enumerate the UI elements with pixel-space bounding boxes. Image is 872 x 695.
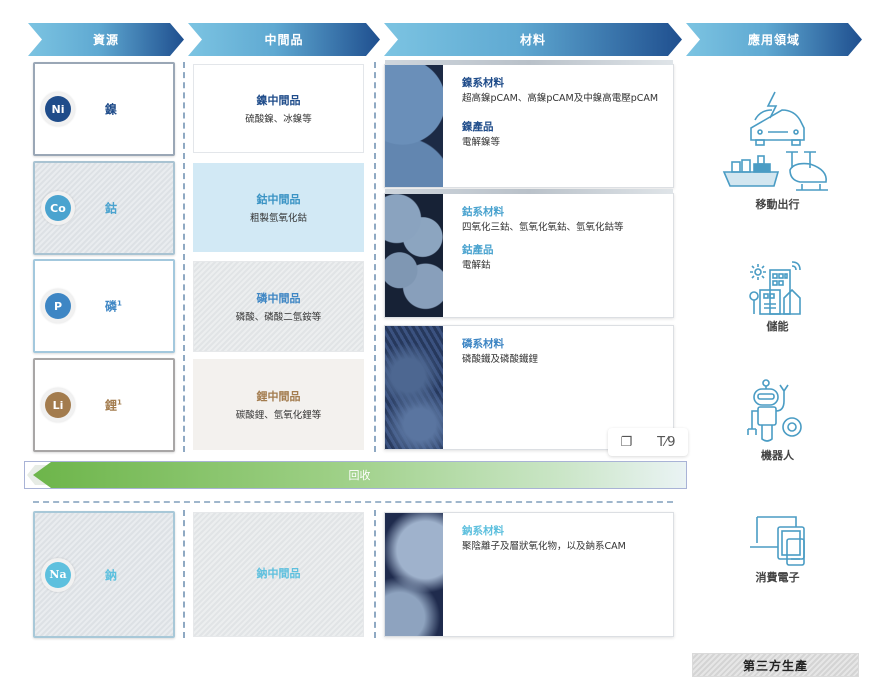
intermediate-desc: 磷酸、磷酸二氫銨等 — [235, 312, 322, 323]
resource-name: 鈉 — [105, 566, 117, 583]
application-robot: 機器人 — [720, 377, 835, 463]
resource-name-text: 鈷 — [105, 201, 118, 216]
element-symbol: Li — [45, 392, 71, 418]
sodium-micrograph-image — [385, 513, 443, 636]
element-badge-na: Na — [41, 557, 75, 592]
material-desc: 四氧化三鈷、氫氧化氧鈷、氫氧化鈷等 — [462, 222, 624, 233]
element-symbol: Na — [45, 561, 71, 588]
intermediate-desc: 硫酸鎳、冰鎳等 — [245, 114, 312, 125]
nickel-micrograph-image — [385, 65, 443, 187]
copy-icon[interactable]: ❐ — [620, 434, 633, 450]
product-desc: 電解鈷 — [462, 259, 491, 271]
application-label: 消費電子 — [755, 571, 800, 584]
column-divider — [374, 62, 376, 452]
phosphorus-micrograph-image — [385, 326, 443, 449]
intermediate-title: 磷中間品 — [256, 292, 301, 305]
resource-name: 鎳 — [105, 101, 117, 118]
footnote-marker: 1 — [117, 398, 122, 407]
intermediate-card-na[interactable]: 鈉中間品 — [193, 512, 364, 637]
product-desc: 電解鎳等 — [462, 136, 501, 148]
recycle-arrow: 回收 — [33, 462, 686, 488]
resource-name: 磷1 — [105, 298, 122, 315]
material-card-p[interactable]: 磷系材料 磷酸鐵及磷酸鐵鋰 — [384, 325, 674, 450]
intermediate-title: 鈉中間品 — [256, 567, 301, 580]
element-badge-ni: Ni — [41, 92, 75, 126]
intermediate-title: 鋰中間品 — [256, 390, 301, 403]
header-label: 資源 — [92, 33, 119, 47]
section-divider — [33, 501, 673, 503]
card-top-bar — [385, 60, 673, 65]
resource-card-li[interactable]: Li 鋰1 — [33, 358, 175, 452]
card-top-bar — [385, 189, 673, 194]
material-desc: 聚陰離子及層狀氧化物，以及鈉系CAM — [462, 541, 626, 552]
intermediate-desc: 粗製氫氧化鈷 — [249, 213, 307, 224]
application-label: 機器人 — [761, 449, 794, 462]
resource-name: 鋰1 — [105, 397, 122, 414]
intermediate-card-co[interactable]: 鈷中間品 粗製氫氧化鈷 — [193, 163, 364, 252]
resource-name-text: 鈉 — [105, 568, 118, 582]
header-intermediates: 中間品 — [188, 23, 380, 56]
material-card-na[interactable]: 鈉系材料 聚陰離子及層狀氧化物，以及鈉系CAM — [384, 512, 674, 637]
product-title: 鎳產品 — [462, 120, 494, 133]
column-divider — [374, 510, 376, 638]
element-badge-p: P — [41, 289, 75, 323]
header-resources: 資源 — [28, 23, 184, 56]
legend-label: 第三方生產 — [742, 658, 808, 673]
resource-name-text: 鎳 — [105, 102, 118, 117]
material-card-co[interactable]: 鈷系材料 四氧化三鈷、氫氧化氧鈷、氫氧化鈷等 鈷產品 電解鈷 — [384, 189, 674, 318]
intermediate-card-li[interactable]: 鋰中間品 碳酸鋰、氫氧化鋰等 — [193, 359, 364, 450]
header-materials: 材料 — [384, 23, 682, 56]
column-divider — [183, 510, 185, 638]
intermediate-title: 鈷中間品 — [256, 193, 301, 206]
material-card-ni[interactable]: 鎳系材料 超高鎳pCAM、高鎳pCAM及中鎳高電壓pCAM 鎳產品 電解鎳等 — [384, 60, 674, 188]
recycle-label: 回收 — [348, 469, 371, 482]
element-symbol: Ni — [45, 96, 71, 122]
robot-icon — [747, 379, 802, 442]
intermediate-desc: 碳酸鋰、氫氧化鋰等 — [235, 410, 322, 421]
product-title: 鈷產品 — [462, 243, 494, 256]
material-title: 鎳系材料 — [462, 77, 504, 89]
intermediate-title: 鎳中間品 — [256, 94, 301, 107]
header-label: 材料 — [519, 33, 546, 47]
material-desc: 超高鎳pCAM、高鎳pCAM及中鎳高電壓pCAM — [462, 93, 659, 104]
floating-toolbar: ❐ T⁄9 — [608, 428, 688, 456]
resource-name: 鈷 — [105, 200, 117, 217]
resource-card-ni[interactable]: Ni 鎳 — [33, 62, 175, 156]
element-badge-co: Co — [41, 191, 75, 225]
resource-name-text: 鋰 — [105, 398, 118, 413]
intermediate-card-p[interactable]: 磷中間品 磷酸、磷酸二氫銨等 — [193, 261, 364, 352]
footnote-marker: 1 — [117, 299, 122, 308]
element-symbol: P — [45, 293, 71, 319]
intermediate-card-ni[interactable]: 鎳中間品 硫酸鎳、冰鎳等 — [193, 64, 364, 153]
material-title: 磷系材料 — [462, 338, 504, 350]
resource-card-p[interactable]: P 磷1 — [33, 259, 175, 353]
recycle-bar: 回收 — [24, 461, 687, 489]
resource-name-text: 磷 — [105, 299, 118, 314]
header-applications: 應用領域 — [686, 23, 862, 56]
application-label: 儲能 — [766, 320, 789, 333]
material-title: 鈉系材料 — [462, 525, 504, 537]
resource-card-na[interactable]: Na 鈉 — [33, 511, 175, 638]
element-badge-li: Li — [41, 388, 75, 422]
resource-card-co[interactable]: Co 鈷 — [33, 161, 175, 255]
energy-storage-icon — [749, 261, 801, 315]
application-label: 移動出行 — [755, 198, 800, 211]
legend-third-party: 第三方生產 — [692, 653, 859, 677]
application-consumer-electronics: 消費電子 — [720, 513, 835, 585]
element-symbol: Co — [45, 195, 71, 221]
text-format-icon[interactable]: T⁄9 — [657, 434, 676, 450]
mobility-icon — [722, 91, 828, 191]
column-divider — [183, 62, 185, 452]
cobalt-micrograph-image — [385, 194, 443, 317]
header-label: 中間品 — [264, 33, 304, 47]
application-mobility: 移動出行 — [720, 90, 835, 212]
material-desc: 磷酸鐵及磷酸鐵鋰 — [462, 354, 539, 365]
header-label: 應用領域 — [747, 33, 800, 47]
application-energy-storage: 儲能 — [720, 260, 835, 334]
consumer-electronics-icon — [750, 516, 805, 566]
material-title: 鈷系材料 — [462, 206, 504, 218]
